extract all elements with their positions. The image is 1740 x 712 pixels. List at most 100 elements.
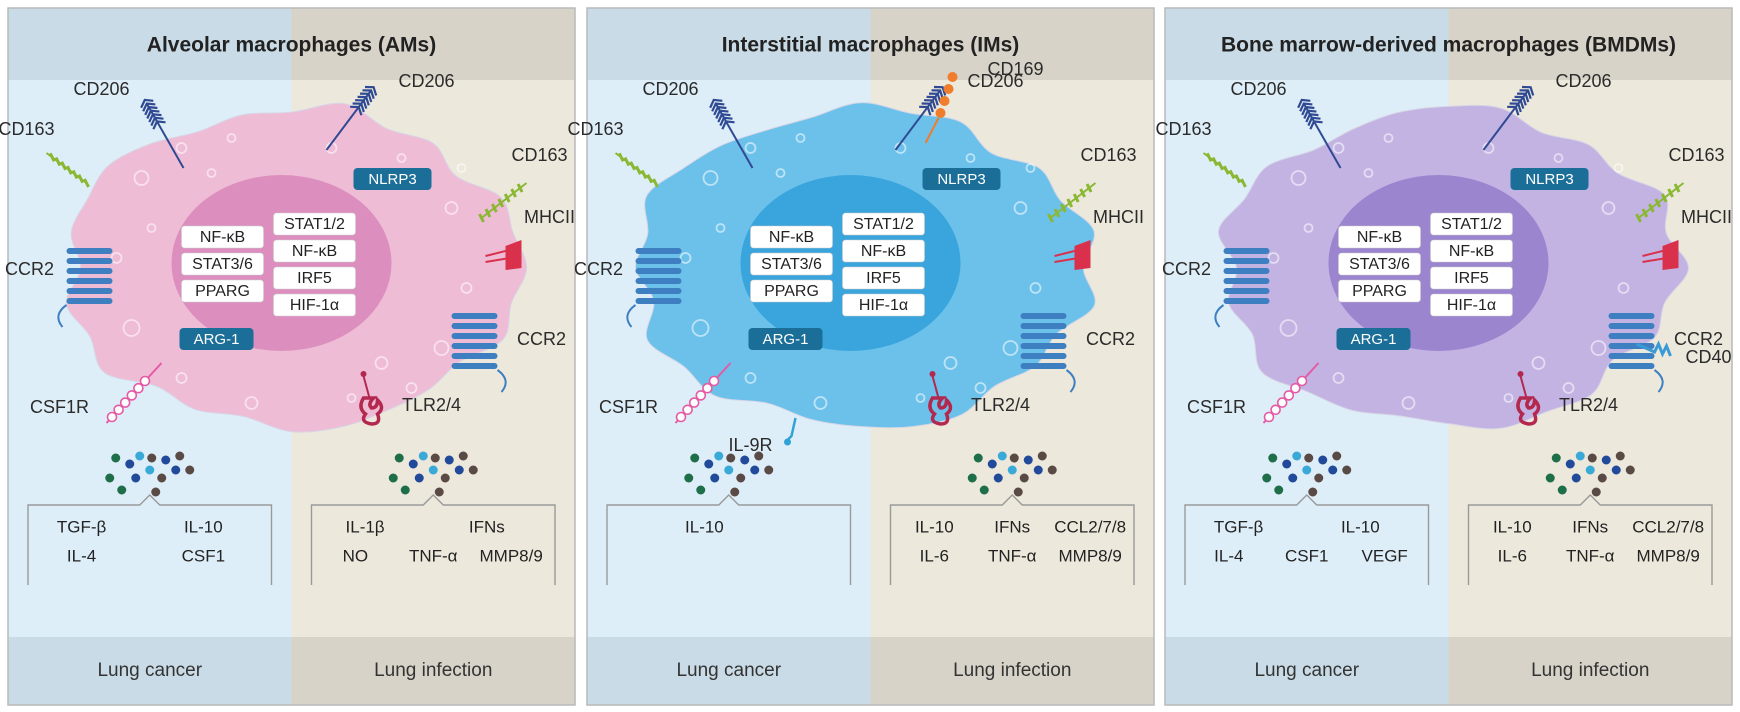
panel-title: Alveolar macrophages (AMs) (147, 34, 436, 57)
cd163-right-receptor (478, 182, 528, 223)
cyt-left-r2-0: IL-4 (1214, 546, 1243, 565)
cyt-left-r1-1: IL-10 (184, 517, 223, 536)
cd163-right-label: CD163 (1668, 145, 1724, 165)
cytokine-bracket-right (889, 494, 1135, 585)
tf-right-1: NF-κB (1449, 243, 1494, 260)
tlr-receptor (1516, 371, 1541, 426)
header-right-bg (870, 8, 1154, 80)
cytokine-dots-left (1262, 451, 1352, 497)
tf-left-2: PPARG (195, 283, 250, 300)
tf-right-0-box (273, 212, 356, 236)
ccr2-right-receptor (1608, 313, 1664, 393)
tf-right-0: STAT1/2 (284, 216, 345, 233)
ccr2-right-receptor (1020, 313, 1076, 393)
footer-left-bg (587, 637, 871, 705)
cyt-right-r2-0: IL-6 (920, 546, 949, 565)
mhcii-receptor (1054, 240, 1091, 270)
arg1-chip: ARG-1 (179, 328, 254, 350)
tlr-label: TLR2/4 (971, 395, 1030, 415)
cd40-receptor (1635, 340, 1672, 358)
cyt-right-r2-0: NO (343, 546, 369, 565)
tf-right-1-box (842, 239, 925, 263)
tf-right-2-box (842, 266, 925, 290)
nlrp3-chip-label: NLRP3 (368, 171, 416, 188)
cd163-left-label: CD163 (0, 119, 55, 139)
mhcii-receptor (1642, 240, 1679, 270)
header-left-bg (1165, 8, 1449, 80)
cyt-left-r1-0: TGF-β (1214, 517, 1264, 536)
tf-left-2-box (1338, 279, 1421, 303)
cd163-left-label: CD163 (567, 119, 623, 139)
cyt-left-r2-2: VEGF (1362, 546, 1408, 565)
cd206-left-label: CD206 (1230, 79, 1286, 99)
tf-left-1-box (750, 252, 833, 276)
cd163-left-receptor (45, 152, 90, 188)
cyt-right-r2-1: TNF-α (988, 546, 1037, 565)
tf-right-3-box (842, 293, 925, 317)
tf-right-3: HIF-1α (1447, 297, 1496, 314)
tf-left-0-box (1338, 225, 1421, 249)
tf-left-1: STAT3/6 (1349, 256, 1410, 273)
tf-left-1: STAT3/6 (192, 256, 253, 273)
panel-title: Bone marrow-derived macrophages (BMDMs) (1221, 34, 1676, 57)
footer-right-bg (1448, 637, 1732, 705)
csf1r-receptor (674, 362, 732, 424)
cyt-left-r2-1: CSF1 (182, 546, 225, 565)
arg1-chip: ARG-1 (1336, 328, 1411, 350)
panel-border (1164, 7, 1733, 706)
cyt-right-r1-0: IL-10 (1493, 517, 1532, 536)
tf-left-0-box (181, 225, 264, 249)
footer-lung-infection: Lung infection (1531, 660, 1649, 681)
ccr2-right-label: CCR2 (1086, 329, 1135, 349)
cd206-right-label: CD206 (1555, 71, 1611, 91)
cd163-left-receptor (614, 152, 659, 188)
cd163-right-label: CD163 (1080, 145, 1136, 165)
tf-right-2-box (273, 266, 356, 290)
tf-left-0-box (750, 225, 833, 249)
footer-left-bg (1165, 637, 1449, 705)
ccr2-left-receptor (1214, 248, 1270, 328)
cytokine-dots-right (1545, 451, 1635, 497)
tf-right-0: STAT1/2 (1441, 216, 1502, 233)
header-right-bg (1448, 8, 1732, 80)
header-right-bg (291, 8, 575, 80)
csf1r-label: CSF1R (30, 397, 89, 417)
cyt-right-r2-2: MMP8/9 (1059, 546, 1122, 565)
footer-lung-infection: Lung infection (374, 660, 492, 681)
cd206-left-receptor (140, 98, 185, 169)
tf-right-2: IRF5 (1454, 270, 1489, 287)
cd206-left-receptor (1297, 98, 1342, 169)
cyt-right-r1-1: IFNs (469, 517, 505, 536)
cyt-left-r1-1: IL-10 (1341, 517, 1380, 536)
mhcii-label: MHCII (1093, 207, 1144, 227)
ccr2-left-label: CCR2 (5, 259, 54, 279)
cytokine-bracket-right (1467, 494, 1713, 585)
tlr-label: TLR2/4 (1559, 395, 1618, 415)
tf-left-0: NF-κB (769, 229, 814, 246)
footer-left-bg (8, 637, 292, 705)
mhcii-receptor (485, 240, 522, 270)
tf-right-0-box (842, 212, 925, 236)
tf-right-1: NF-κB (292, 243, 337, 260)
header-left-bg (8, 8, 292, 80)
tlr-receptor (928, 371, 953, 426)
cd206-right-receptor (894, 85, 947, 151)
mhcii-label: MHCII (524, 207, 575, 227)
tf-left-2: PPARG (1352, 283, 1407, 300)
cytokine-bracket-left (1184, 494, 1430, 585)
csf1r-label: CSF1R (599, 397, 658, 417)
cyt-left-r2-1: CSF1 (1285, 546, 1328, 565)
cd163-left-label: CD163 (1155, 119, 1211, 139)
ccr2-left-label: CCR2 (574, 259, 623, 279)
cyt-right-r2-0: IL-6 (1498, 546, 1527, 565)
tf-right-3-box (1430, 293, 1513, 317)
nlrp3-chip: NLRP3 (1510, 168, 1589, 190)
cyt-right-r1-2: CCL2/7/8 (1632, 517, 1704, 536)
cyt-right-r2-2: MMP8/9 (480, 546, 543, 565)
tf-right-2: IRF5 (297, 270, 332, 287)
arg1-chip-label: ARG-1 (763, 331, 809, 348)
cyt-right-r2-1: TNF-α (1566, 546, 1615, 565)
cd206-left-label: CD206 (73, 79, 129, 99)
tf-left-1: STAT3/6 (761, 256, 822, 273)
